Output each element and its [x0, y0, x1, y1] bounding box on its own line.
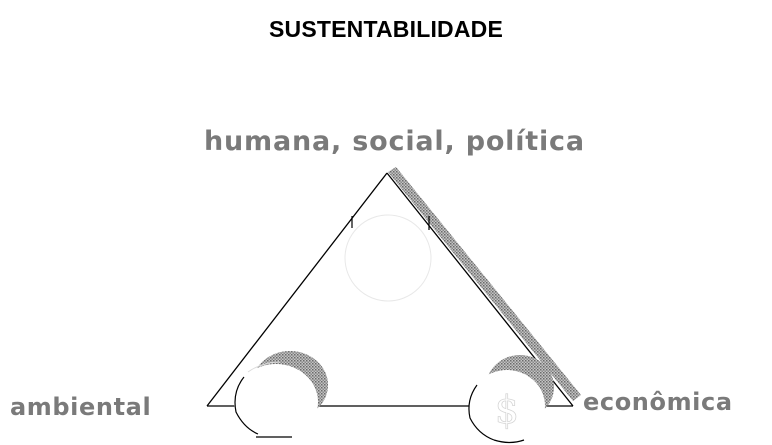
vertex-label-left: ambiental — [10, 393, 152, 421]
dollar-coin-icon: $ — [468, 355, 554, 444]
person-circle-icon — [344, 214, 432, 302]
triangle-left-edge — [206, 172, 388, 407]
triangle-shadow — [388, 167, 581, 401]
vertex-label-right: econômica — [583, 388, 733, 416]
svg-text:$: $ — [495, 388, 519, 432]
diagram-title: SUSTENTABILIDADE — [268, 16, 504, 42]
vertex-label-top: humana, social, política — [204, 126, 585, 157]
globe-circle-icon — [234, 351, 328, 440]
